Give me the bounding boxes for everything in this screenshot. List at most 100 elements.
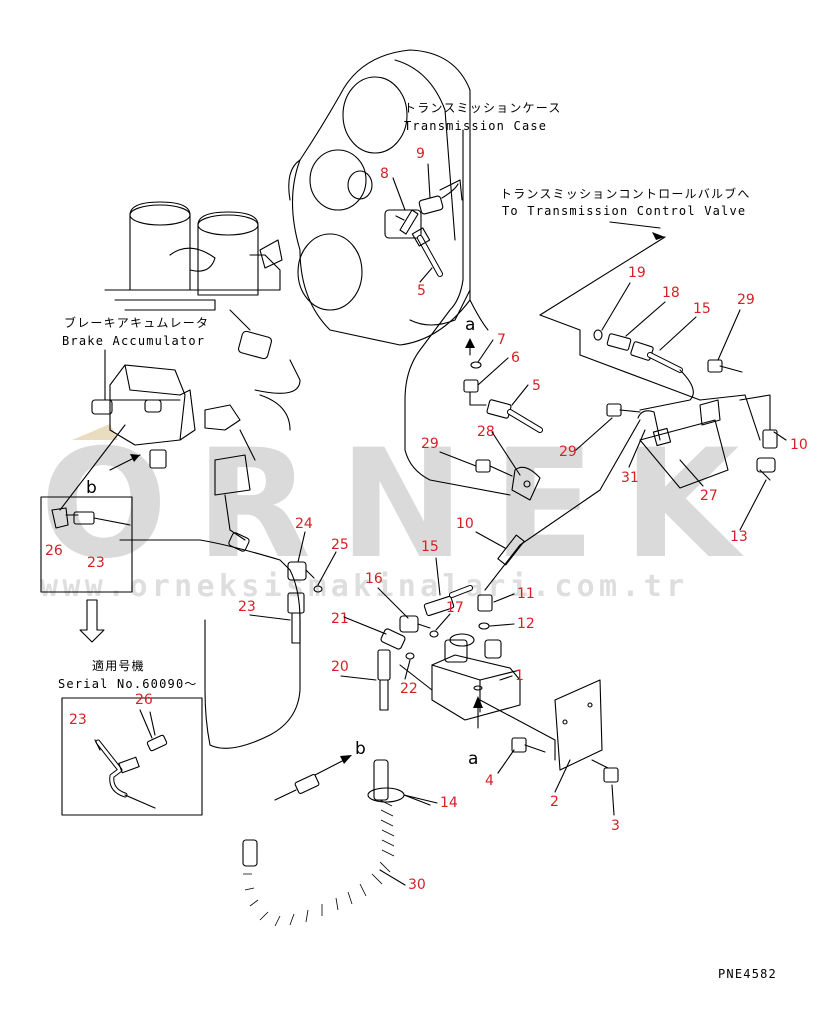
elbow-16 (399, 615, 431, 633)
part-number-11[interactable]: 11 (517, 586, 535, 602)
pipe-run-10 (484, 419, 641, 591)
plate-2 (554, 679, 603, 771)
pipe-20 (377, 649, 391, 711)
part-number-14[interactable]: 14 (440, 795, 458, 811)
part-number-10-right[interactable]: 10 (790, 437, 808, 453)
bolt-4 (511, 737, 546, 753)
pipe-run-2 (469, 299, 489, 331)
hose-23-detail (73, 511, 131, 526)
view-a-bottom-label: a (468, 749, 478, 769)
number-leaders (139, 163, 787, 886)
hose-5-upper (411, 227, 443, 277)
brake-accumulator-jp: ブレーキアキュムレータ (64, 315, 209, 330)
part-number-29-right[interactable]: 29 (737, 292, 755, 308)
part-number-25[interactable]: 25 (331, 537, 349, 553)
bolt-29-right (707, 359, 743, 373)
part-number-13[interactable]: 13 (730, 529, 748, 545)
part-number-29-left[interactable]: 29 (421, 436, 439, 452)
watermark-accent (72, 424, 118, 440)
part-number-23-main[interactable]: 23 (238, 599, 256, 615)
leader-1-block (399, 664, 433, 691)
applicability-box (61, 697, 203, 816)
part-number-30[interactable]: 30 (408, 877, 426, 893)
clamp-28 (511, 466, 541, 501)
ring-22 (405, 652, 415, 660)
bolt-3 (591, 759, 619, 783)
transmission-case (288, 49, 471, 346)
bracket-27 (639, 399, 729, 489)
part-number-4[interactable]: 4 (485, 773, 494, 789)
part-number-22[interactable]: 22 (400, 681, 418, 697)
part-number-2[interactable]: 2 (550, 794, 559, 810)
watermark-url: www.orneksismakinalari.com.tr (40, 569, 688, 604)
part-number-3[interactable]: 3 (611, 818, 620, 834)
part-number-31[interactable]: 31 (621, 470, 639, 486)
part-number-6[interactable]: 6 (511, 350, 520, 366)
hose-10-fitting (497, 534, 525, 566)
elbow-24 (287, 561, 315, 581)
down-arrow (79, 599, 105, 643)
detail-b-label: b (86, 478, 97, 498)
elbow-6 (463, 379, 487, 406)
pipe-run-b (119, 539, 301, 749)
watermark: ORNEK www.orneksismakinalari.com.tr (40, 418, 767, 604)
part-number-26-detail-b[interactable]: 26 (45, 543, 63, 559)
pipe-block-to-mount (479, 699, 556, 761)
part-number-8[interactable]: 8 (380, 166, 389, 182)
part-number-7[interactable]: 7 (497, 332, 506, 348)
part-number-1[interactable]: 1 (515, 668, 524, 684)
arrow-head-valve (130, 454, 140, 462)
part-number-5-lower[interactable]: 5 (532, 378, 541, 394)
part-number-20[interactable]: 20 (331, 659, 349, 675)
hose-30-fitting-upper (274, 774, 320, 801)
view-b-bottom-label: b (355, 739, 366, 759)
clamp-31 (637, 410, 672, 447)
leader-23-serial (94, 739, 101, 751)
elbow-21 (380, 628, 406, 650)
part-number-23-detail-b[interactable]: 23 (87, 555, 105, 571)
part-number-27[interactable]: 27 (700, 488, 718, 504)
part-number-5-upper[interactable]: 5 (417, 283, 426, 299)
view-arrow-a-top: a (465, 315, 475, 356)
part-number-16[interactable]: 16 (365, 571, 383, 587)
brake-accumulator-en: Brake Accumulator (62, 334, 205, 348)
part-number-29-mid[interactable]: 29 (559, 444, 577, 460)
part-number-28[interactable]: 28 (477, 424, 495, 440)
part-number-15-upper[interactable]: 15 (693, 301, 711, 317)
valve-block-1 (431, 633, 521, 721)
hose-30-loop (242, 759, 395, 930)
brake-valve (91, 359, 301, 552)
hose-23-main (287, 592, 305, 644)
ring-25 (313, 585, 323, 593)
view-arrow-a-bottom: a (468, 696, 483, 769)
part-number-23-serial[interactable]: 23 (69, 712, 87, 728)
part-number-21[interactable]: 21 (331, 611, 349, 627)
hose-15-upper (630, 341, 694, 411)
ring-7 (470, 361, 482, 369)
part-number-24[interactable]: 24 (295, 516, 313, 532)
part-numbers: 1 2 3 4 5 5 6 7 8 9 10 10 11 12 13 14 15… (45, 146, 808, 893)
part-number-12[interactable]: 12 (517, 616, 535, 632)
part-number-15-lower[interactable]: 15 (421, 539, 439, 555)
part-number-19[interactable]: 19 (628, 265, 646, 281)
watermark-brand: ORNEK (40, 418, 767, 592)
part-number-17[interactable]: 17 (446, 600, 464, 616)
leader-b (59, 424, 126, 511)
bolt-29-upper (606, 403, 641, 417)
fitting-26-detail (51, 507, 79, 529)
ring-12 (478, 622, 490, 630)
brake-accumulator (104, 201, 283, 401)
control-valve-jp: トランスミッションコントロールバルブへ (500, 186, 751, 201)
drawing-code: PNE4582 (718, 967, 777, 981)
part-number-10-mid[interactable]: 10 (456, 516, 474, 532)
view-arrow-b-bottom: b (314, 739, 366, 776)
applicable-units-jp: 適用号機 (92, 658, 145, 673)
fitting-8 (395, 209, 419, 235)
part-number-26-serial[interactable]: 26 (135, 692, 153, 708)
part-number-9[interactable]: 9 (416, 146, 425, 162)
part-number-18[interactable]: 18 (662, 285, 680, 301)
adapter-26-serial (146, 711, 168, 752)
control-valve-panel (539, 221, 761, 441)
